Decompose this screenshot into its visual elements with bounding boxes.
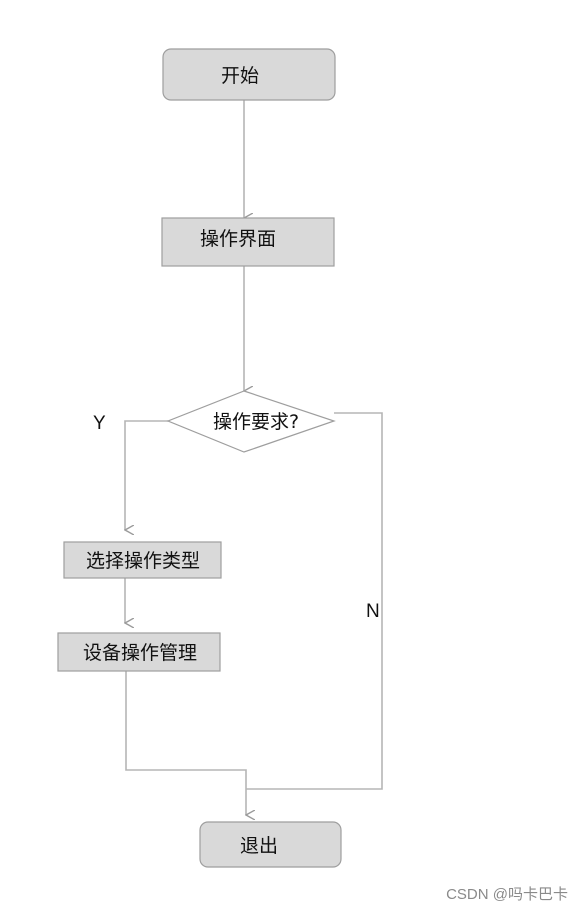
node-select-type-label: 选择操作类型 bbox=[86, 550, 200, 572]
watermark: CSDN @吗卡巴卡 bbox=[446, 886, 568, 903]
edge-decision-no-to-exit bbox=[246, 412, 383, 790]
node-start: 开始 bbox=[162, 48, 336, 101]
node-exit-label: 退出 bbox=[240, 835, 278, 857]
edges bbox=[125, 100, 383, 815]
node-ui: 操作界面 bbox=[161, 217, 335, 267]
node-device-mgmt-label: 设备操作管理 bbox=[83, 642, 197, 664]
node-decision: 操作要求? bbox=[166, 390, 336, 453]
edge-decision-yes-to-select bbox=[125, 420, 168, 530]
edge-device-to-exit bbox=[125, 671, 246, 815]
node-start-label: 开始 bbox=[221, 65, 259, 87]
node-exit: 退出 bbox=[199, 821, 342, 868]
node-device-mgmt: 设备操作管理 bbox=[57, 632, 221, 672]
node-decision-label: 操作要求? bbox=[213, 411, 299, 433]
node-select-type: 选择操作类型 bbox=[63, 541, 222, 579]
edge-label-no: N bbox=[366, 601, 380, 622]
node-ui-label: 操作界面 bbox=[200, 228, 276, 250]
edge-label-yes: Y bbox=[93, 413, 106, 434]
